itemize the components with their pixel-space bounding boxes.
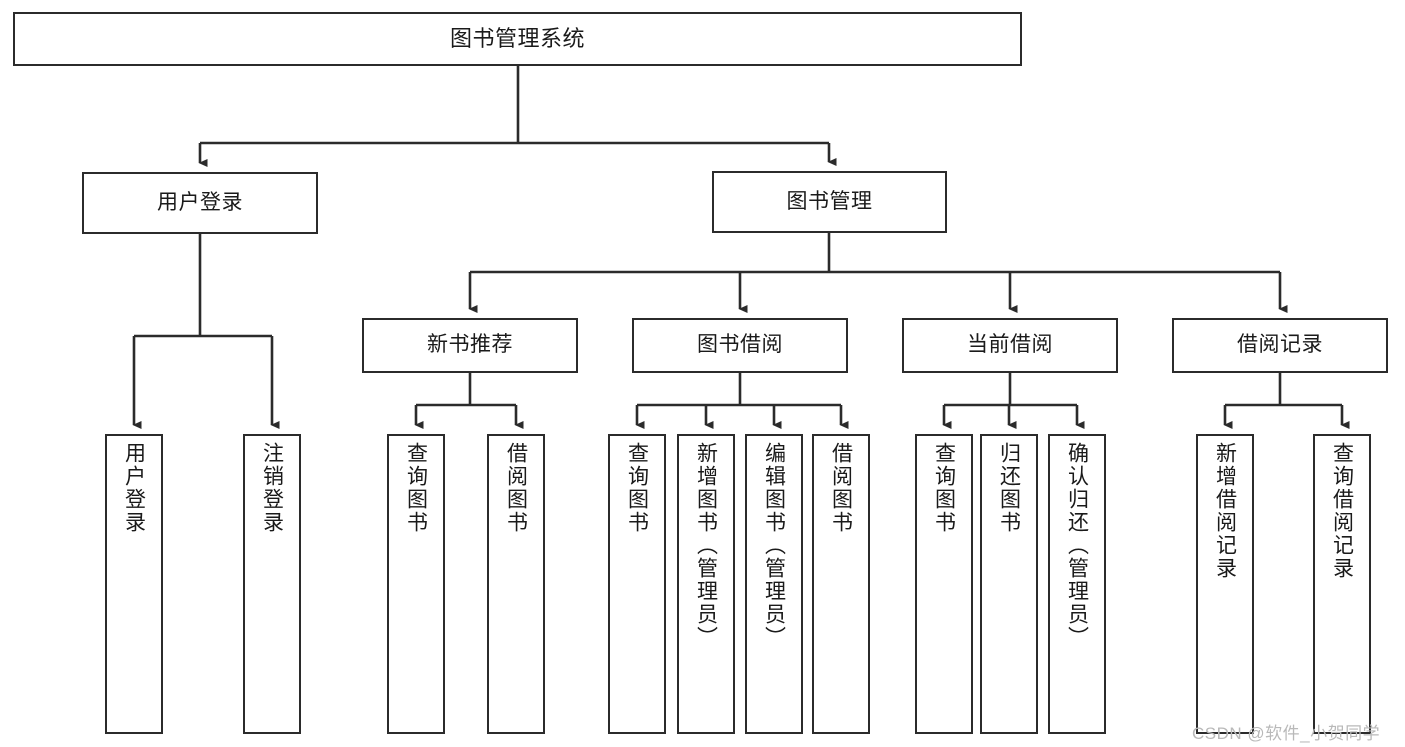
- node-leaf-user-login[interactable]: 用户登录: [105, 434, 163, 734]
- node-leaf-borrow-book[interactable]: 借阅图书: [812, 434, 870, 734]
- node-label-borrow-record: 借阅记录: [1237, 333, 1323, 357]
- node-leaf-query-book[interactable]: 查询图书: [608, 434, 666, 734]
- node-label-leaf-borrow-book: 借阅图书: [829, 442, 853, 534]
- csdn-watermark: CSDN @软件_小贺同学: [1192, 724, 1381, 743]
- node-label-leaf-query-record: 查询借阅记录: [1330, 442, 1354, 580]
- edge-group-current-borrow-children: [942, 373, 1085, 429]
- node-label-leaf-user-logout: 注销登录: [260, 442, 284, 534]
- node-leaf-query-record[interactable]: 查询借阅记录: [1313, 434, 1371, 734]
- node-label-leaf-query-book-rec: 查询图书: [404, 442, 428, 534]
- edge-group-root-children: [198, 66, 837, 167]
- edge-group-book-manage-children: [468, 233, 1288, 313]
- edge-group-borrow-record-children: [1223, 373, 1350, 429]
- node-label-leaf-edit-book: 编辑图书（管理员）: [762, 442, 786, 649]
- node-user-login[interactable]: 用户登录: [82, 172, 318, 234]
- node-book-manage[interactable]: 图书管理: [712, 171, 947, 233]
- node-root[interactable]: 图书管理系统: [13, 12, 1022, 66]
- node-leaf-borrow-book-rec[interactable]: 借阅图书: [487, 434, 545, 734]
- node-leaf-query-book-rec[interactable]: 查询图书: [387, 434, 445, 734]
- node-leaf-user-logout[interactable]: 注销登录: [243, 434, 301, 734]
- edge-group-book-borrow-children: [635, 373, 849, 429]
- node-label-new-book-rec: 新书推荐: [427, 333, 513, 357]
- node-label-leaf-add-book: 新增图书（管理员）: [694, 442, 718, 649]
- node-current-borrow[interactable]: 当前借阅: [902, 318, 1118, 373]
- node-label-leaf-user-login: 用户登录: [122, 442, 146, 534]
- node-new-book-rec[interactable]: 新书推荐: [362, 318, 578, 373]
- node-label-book-manage: 图书管理: [786, 189, 873, 213]
- node-leaf-return-book[interactable]: 归还图书: [980, 434, 1038, 734]
- edge-group-new-book-rec-children: [414, 373, 524, 429]
- node-leaf-edit-book[interactable]: 编辑图书（管理员）: [745, 434, 803, 734]
- edge-group-user-login-children: [132, 234, 280, 429]
- node-leaf-add-record[interactable]: 新增借阅记录: [1196, 434, 1254, 734]
- node-label-user-login: 用户登录: [157, 190, 243, 214]
- node-label-current-borrow: 当前借阅: [967, 333, 1053, 357]
- node-label-leaf-query-book: 查询图书: [625, 442, 649, 534]
- node-book-borrow[interactable]: 图书借阅: [632, 318, 848, 373]
- node-label-leaf-return-book: 归还图书: [997, 442, 1021, 534]
- node-borrow-record[interactable]: 借阅记录: [1172, 318, 1388, 373]
- node-label-leaf-query-book-cur: 查询图书: [932, 442, 956, 534]
- node-label-book-borrow: 图书借阅: [697, 333, 783, 357]
- node-label-leaf-borrow-book-rec: 借阅图书: [504, 442, 528, 534]
- node-label-leaf-confirm-return: 确认归还（管理员）: [1065, 442, 1089, 649]
- node-leaf-query-book-cur[interactable]: 查询图书: [915, 434, 973, 734]
- node-label-root: 图书管理系统: [449, 26, 585, 52]
- node-label-leaf-add-record: 新增借阅记录: [1213, 442, 1237, 580]
- node-leaf-confirm-return[interactable]: 确认归还（管理员）: [1048, 434, 1106, 734]
- node-leaf-add-book[interactable]: 新增图书（管理员）: [677, 434, 735, 734]
